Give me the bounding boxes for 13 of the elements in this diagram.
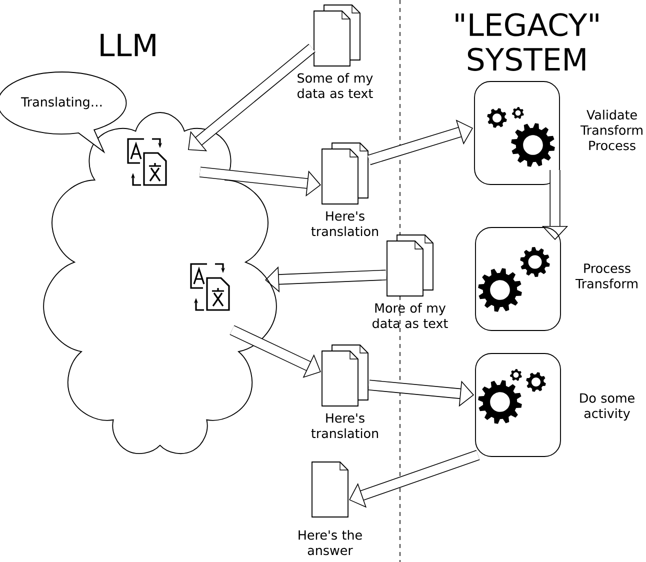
step-label: Validate Transform Process [580,110,642,150]
document-caption: Some of my data as text [298,72,373,98]
document-caption: More of my data as text [372,303,448,328]
step-label: Process Transform [575,264,638,288]
hollow-arrow [230,325,321,378]
hollow-arrow [349,450,480,508]
document-caption: Here's the answer [298,530,362,556]
heading: LLM [100,34,156,56]
document-caption: Here's translation [311,211,378,236]
speech-bubble: Translating… [0,72,127,152]
hollow-arrow [188,44,316,152]
step-label: Do some activity [580,393,634,421]
document-caption: Here's translation [311,413,378,438]
